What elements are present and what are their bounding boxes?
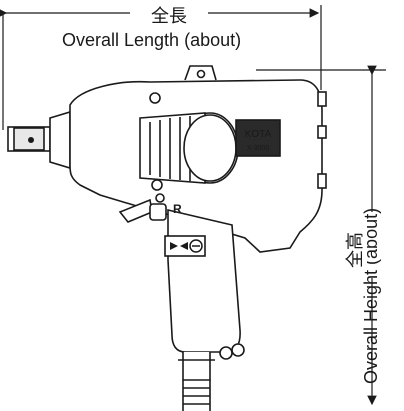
direction-switch-icon [170, 239, 203, 253]
model-plate-text: X-3000 [247, 145, 270, 152]
height-dimension [256, 65, 386, 406]
brand-plate-text: KOTA [245, 129, 272, 140]
overall-length-label-en: Overall Length (about) [62, 30, 242, 50]
length-dimension [0, 5, 322, 130]
tool-body [7, 65, 327, 411]
overall-length-label-jp: 全長 [130, 2, 208, 28]
reverse-switch [149, 203, 167, 221]
nameplate [235, 119, 281, 157]
overall-height-label-jp: 全高 [341, 230, 367, 270]
direction-mark: R [173, 202, 182, 216]
